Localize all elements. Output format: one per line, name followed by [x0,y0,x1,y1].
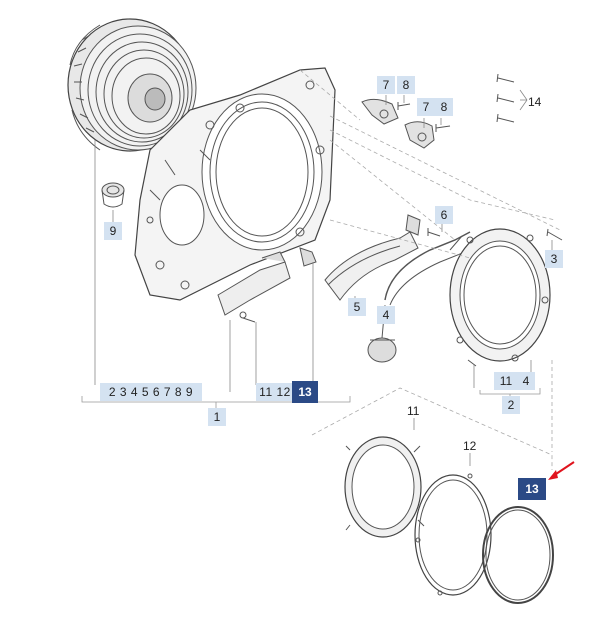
o-ring-part-13 [482,506,554,604]
shield-bracket-part-5 [324,214,421,301]
callout-7b[interactable]: 7 [417,98,435,116]
retaining-ring-part-12 [414,473,492,596]
callout-13-highlight[interactable]: 13 [292,381,318,403]
sensor-bracket [217,247,317,323]
housing-plate [134,67,336,301]
end-cover-part-2 [449,228,551,367]
bolts-part-14 [496,73,515,123]
callout-9[interactable]: 9 [104,222,122,240]
bolt-8b [435,124,451,132]
callout-1[interactable]: 1 [208,408,226,426]
callout-group-11-12[interactable]: 11 12 [256,383,294,401]
fitting-7a [361,98,399,125]
callout-11-detail[interactable]: 11 [407,404,420,418]
callout-12-detail[interactable]: 12 [463,439,477,453]
callout-6[interactable]: 6 [435,206,453,224]
cable-sensor-part-4 [367,231,471,363]
callout-14[interactable]: 14 [528,95,542,109]
detail-dashed-outline [299,69,561,470]
callout-7a[interactable]: 7 [377,76,395,94]
fitting-7b [404,121,435,149]
callout-11[interactable]: 11 [494,372,518,390]
motor-stator [67,18,197,152]
callout-8a[interactable]: 8 [397,76,415,94]
seal-ring-part-11 [344,436,425,538]
bushing-part-9 [101,182,125,208]
bolt-8a [397,102,411,110]
callout-5[interactable]: 5 [348,298,366,316]
callout-2[interactable]: 2 [502,396,520,414]
callout-8b[interactable]: 8 [435,98,453,116]
bolt-6 [427,228,441,237]
callout-4[interactable]: 4 [377,306,395,324]
callout-13-detail[interactable]: 13 [518,478,546,500]
arrow-indicator-icon [548,461,575,480]
callout-group-2-9[interactable]: 2 3 4 5 6 7 8 9 [100,383,202,401]
callout-4-cover[interactable]: 4 [517,372,535,390]
bolt-3 [546,228,563,241]
callout-3[interactable]: 3 [545,250,563,268]
